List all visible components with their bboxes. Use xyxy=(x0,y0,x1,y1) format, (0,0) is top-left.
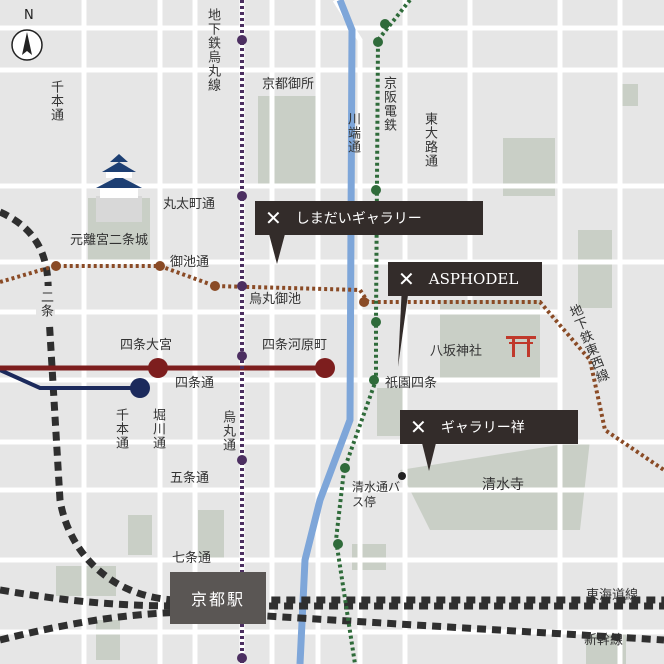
kiyomizu-block xyxy=(400,440,590,530)
senbon-top-label: 千本通 xyxy=(48,80,63,122)
callout-pointer xyxy=(269,234,285,264)
park-block-east xyxy=(578,230,612,308)
callout-shimadai[interactable]: ✕ しまだいギャラリー xyxy=(255,201,483,264)
callout-sachi[interactable]: ✕ ギャラリー祥 xyxy=(400,410,578,471)
shichijo-label: 七条通 xyxy=(172,551,212,566)
senbon-bottom-label: 千本通 xyxy=(113,408,128,450)
kawabata-label: 川端通 xyxy=(345,112,360,154)
tozai-line xyxy=(0,264,664,472)
karasuma-oike-label: 烏丸御池 xyxy=(249,292,302,307)
gosho-block xyxy=(258,96,320,184)
nijo-label: 二条 xyxy=(36,286,55,322)
gallery-name: しまだいギャラリー xyxy=(295,211,422,227)
karasuma-dori-label: 烏丸通 xyxy=(220,410,235,452)
oike-label: 御池通 xyxy=(170,255,210,270)
shijo-kawaramachi-label: 四条河原町 xyxy=(262,338,328,353)
gallery-marker-icon: ✕ xyxy=(265,206,282,230)
keihan-stations xyxy=(333,19,390,549)
kiyomizudera-label: 清水寺 xyxy=(482,477,524,493)
small-block-w xyxy=(128,515,152,555)
callout-asphodel[interactable]: ✕ ASPHODEL xyxy=(388,262,542,367)
shijo-omiya-label: 四条大宮 xyxy=(120,338,173,353)
kamo-river xyxy=(296,0,356,664)
nijojo-label: 元離宮二条城 xyxy=(70,233,149,248)
kiyomizu-bus-label: 清水通バス停 xyxy=(352,480,401,509)
gojo-label: 五条通 xyxy=(170,471,210,486)
shijo-dori-label: 四条通 xyxy=(175,376,215,391)
gosho-label: 京都御所 xyxy=(262,77,315,92)
karasuma-stations xyxy=(237,35,247,663)
small-block-s xyxy=(96,620,120,660)
castle-icon xyxy=(96,154,142,222)
randen-station xyxy=(130,378,150,398)
tozai-stations xyxy=(51,261,369,307)
callout-pointer xyxy=(398,295,408,367)
compass: N xyxy=(10,8,44,68)
higashioji-label: 東大路通 xyxy=(422,112,437,168)
kyoto-station-box: 京都駅 xyxy=(170,572,266,624)
subway-karasuma-label: 地下鉄烏丸線 xyxy=(205,8,220,92)
yasaka-label: 八坂神社 xyxy=(430,344,483,359)
compass-letter: N xyxy=(24,8,34,23)
gallery-name: ギャラリー祥 xyxy=(440,420,525,436)
bus-stop-icon xyxy=(398,472,406,480)
gallery-marker-icon: ✕ xyxy=(410,415,427,439)
gallery-marker-icon: ✕ xyxy=(398,267,415,291)
randen-line xyxy=(0,368,140,390)
north-arrow-icon xyxy=(11,29,43,61)
horikawa-label: 堀川通 xyxy=(150,408,165,450)
keihan-label: 京阪電鉄 xyxy=(381,76,396,132)
shinkansen-label: 新幹線 xyxy=(584,633,624,648)
small-block-w2 xyxy=(198,510,224,560)
callout-pointer xyxy=(422,443,436,471)
marutamachi-label: 丸太町通 xyxy=(163,197,216,212)
shijo-kawaramachi-station xyxy=(315,358,335,378)
small-block-ne xyxy=(620,84,638,106)
tokaido-label: 東海道線 xyxy=(586,588,639,603)
torii-icon xyxy=(506,336,536,357)
gallery-name: ASPHODEL xyxy=(428,270,519,288)
small-block-se xyxy=(352,544,386,570)
jr-lines xyxy=(0,208,664,644)
shijo-omiya-station xyxy=(148,358,168,378)
gion-shijo-label: 祇園四条 xyxy=(385,376,438,391)
